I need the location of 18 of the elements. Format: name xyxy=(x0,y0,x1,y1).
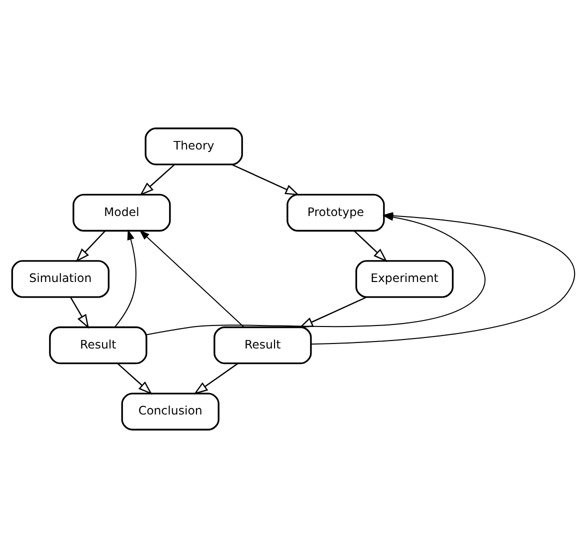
arrow xyxy=(354,230,388,262)
arrow xyxy=(140,164,175,196)
node-box: Experiment xyxy=(355,260,454,298)
node-box: Result xyxy=(49,326,148,364)
arrow xyxy=(117,362,152,395)
arrow xyxy=(139,230,244,328)
arrow xyxy=(232,164,300,196)
arrow xyxy=(298,296,367,328)
arrow xyxy=(114,229,136,328)
node-box: Prototype xyxy=(286,194,385,232)
node-box: Model xyxy=(72,194,171,232)
node-box: Conclusion xyxy=(121,392,220,430)
arrow xyxy=(194,362,238,394)
node-box: Result xyxy=(214,326,312,364)
arrow xyxy=(76,230,106,262)
node-box: Simulation xyxy=(11,260,110,298)
arrow xyxy=(70,296,89,329)
node-box: Theory xyxy=(144,128,243,166)
